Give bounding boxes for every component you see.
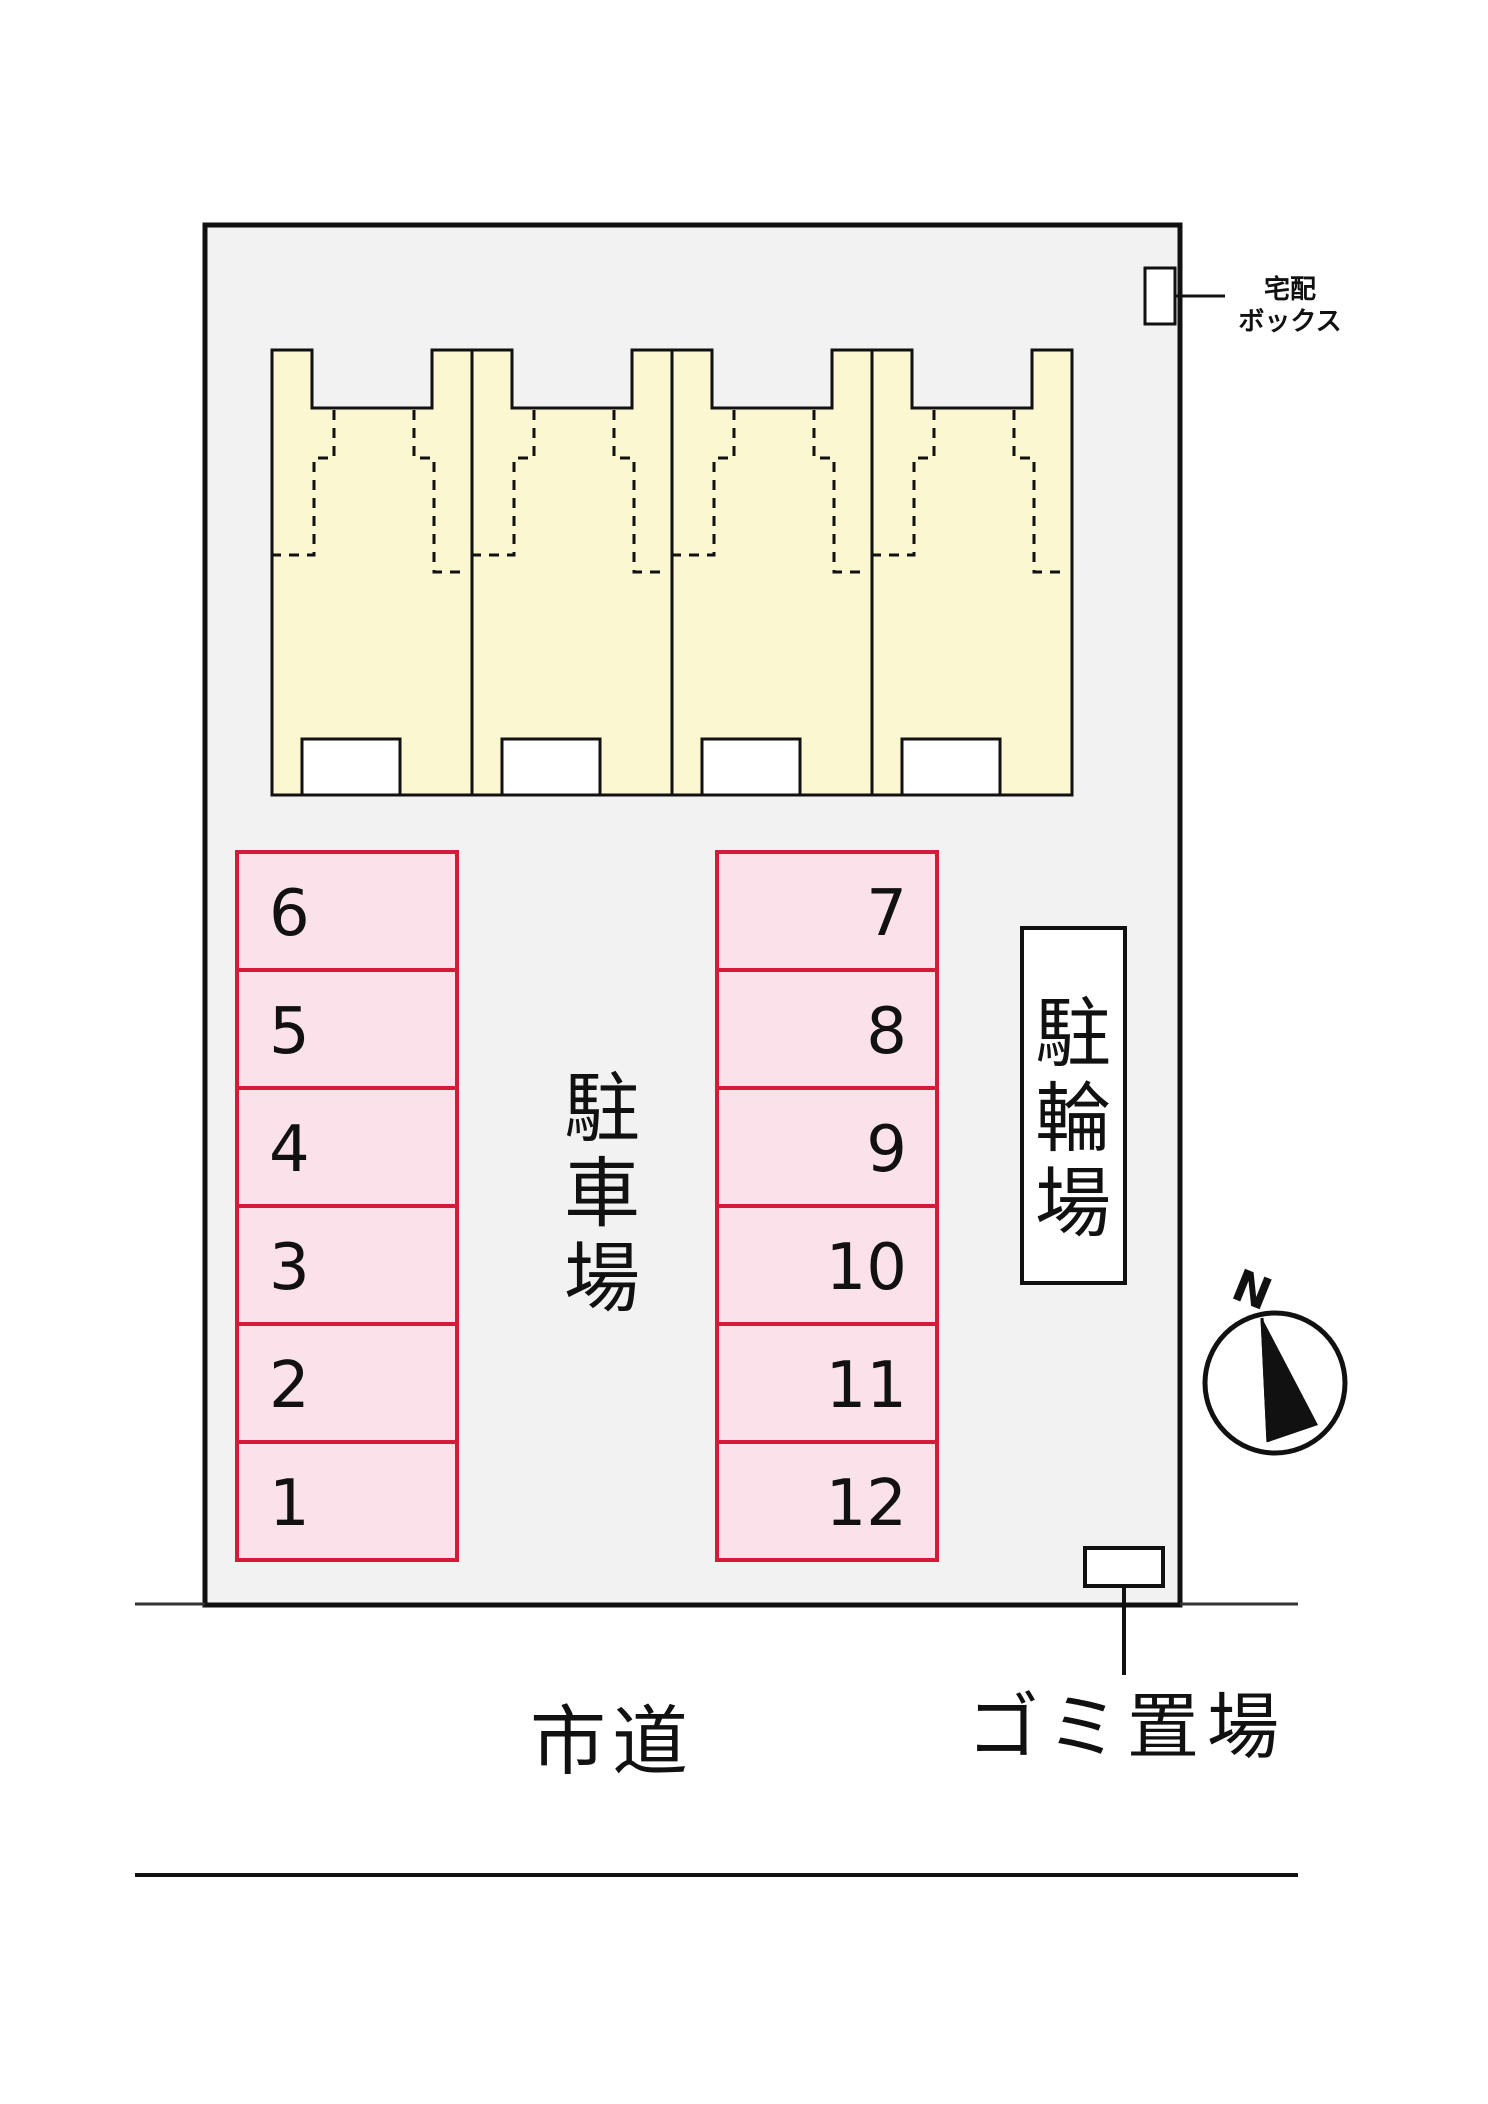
- building-units: [270, 348, 1074, 797]
- parking-space-number: 5: [269, 995, 310, 1069]
- parking-space: 6: [235, 850, 459, 972]
- parking-space-number: 11: [826, 1349, 907, 1423]
- parking-space: 7: [715, 850, 939, 972]
- parking-label: 駐 車 場: [564, 1064, 640, 1323]
- parking-space: 5: [235, 968, 459, 1090]
- parking-space-box: [715, 850, 939, 972]
- parking-space: 12: [715, 1440, 939, 1562]
- parking-space-number: 2: [269, 1349, 310, 1423]
- parking-space-number: 4: [269, 1113, 310, 1187]
- parking-label-char-2: 車: [564, 1149, 640, 1238]
- bicycle-parking: 駐 輪 場: [1020, 926, 1127, 1285]
- building-unit: [670, 348, 874, 797]
- delivery-box: 宅配 ボックス: [1143, 266, 1342, 337]
- parking-space-number: 7: [866, 877, 907, 951]
- garbage-area: ゴミ置場: [967, 1546, 1287, 1769]
- parking-space: 1: [235, 1440, 459, 1562]
- bicycle-label-char-2: 輪: [1035, 1074, 1111, 1163]
- parking-space-box: [715, 1204, 939, 1326]
- parking-space-box: [235, 850, 459, 972]
- parking-space: 11: [715, 1322, 939, 1444]
- north-arrow-icon: N: [1202, 1260, 1348, 1456]
- parking-space-box: [715, 1440, 939, 1562]
- bicycle-label-char-3: 場: [1035, 1159, 1111, 1248]
- parking-space-number: 1: [269, 1467, 310, 1541]
- parking-space-box: [235, 1322, 459, 1444]
- parking-space-box: [715, 1322, 939, 1444]
- garbage-area-label: ゴミ置場: [967, 1685, 1287, 1769]
- building-unit: [270, 348, 474, 797]
- delivery-box-label-1: 宅配: [1264, 274, 1316, 305]
- parking-space-number: 10: [826, 1231, 907, 1305]
- bicycle-parking-box: [1020, 926, 1127, 1285]
- parking-space-box: [235, 1440, 459, 1562]
- parking-space-number: 12: [826, 1467, 907, 1541]
- building-unit: [870, 348, 1074, 797]
- parking-space: 3: [235, 1204, 459, 1326]
- parking-space-box: [715, 968, 939, 1090]
- parking-space: 9: [715, 1086, 939, 1208]
- parking-space: 4: [235, 1086, 459, 1208]
- unit-entrance: [700, 737, 802, 797]
- parking-space-box: [235, 968, 459, 1090]
- building-unit: [470, 348, 674, 797]
- parking-space-number: 9: [866, 1113, 907, 1187]
- compass-needle-dark: [1262, 1318, 1318, 1442]
- unit-entrance: [900, 737, 1002, 797]
- road-label: 市道: [530, 1697, 694, 1786]
- compass-needle-outline: [1260, 1317, 1270, 1443]
- parking-space: 2: [235, 1322, 459, 1444]
- bicycle-label-char-1: 駐: [1035, 989, 1111, 1078]
- parking-space-box: [235, 1086, 459, 1208]
- parking-space-number: 8: [866, 995, 907, 1069]
- delivery-box-label-2: ボックス: [1238, 307, 1341, 337]
- parking-label-char-1: 駐: [564, 1064, 640, 1153]
- parking-space: 10: [715, 1204, 939, 1326]
- unit-entrance: [300, 737, 402, 797]
- parking-space: 8: [715, 968, 939, 1090]
- parking-space-box: [235, 1204, 459, 1326]
- parking-column-left: 6 5 4 3 2 1: [235, 850, 459, 1562]
- garbage-area-marker: [1083, 1546, 1165, 1588]
- parking-label-char-3: 場: [564, 1234, 640, 1323]
- unit-entrance: [500, 737, 602, 797]
- parking-space-number: 6: [269, 877, 310, 951]
- parking-column-right: 7 8 9 10 11 12: [715, 850, 939, 1562]
- delivery-box-marker: [1143, 266, 1177, 326]
- parking-space-number: 3: [269, 1231, 310, 1305]
- parking-space-box: [715, 1086, 939, 1208]
